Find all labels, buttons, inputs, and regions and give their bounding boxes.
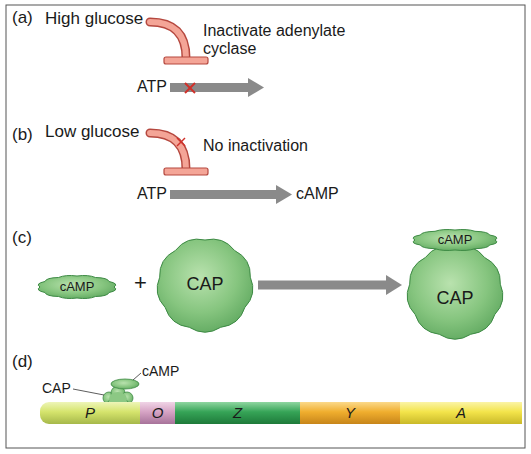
figure-label: + [134, 270, 147, 295]
figure-label: High glucose [45, 9, 143, 29]
arrow-shaft [170, 83, 250, 92]
segment-letter: A [456, 405, 466, 422]
arrow-head [386, 275, 402, 295]
gene-segment: Z [175, 402, 300, 424]
figure-label: (b) [12, 125, 33, 145]
inhibition-curve-outline [150, 22, 186, 58]
figure-frame [6, 5, 525, 448]
gray-arrow [170, 78, 264, 97]
segment-letter: Y [345, 405, 355, 422]
node-text: cAMP [438, 233, 473, 247]
inhibition-symbol [150, 22, 208, 64]
figure-label: Low glucose [45, 122, 140, 142]
segment-letter: Z [233, 405, 242, 422]
leader-line [73, 389, 104, 395]
segment-letter: O [152, 405, 164, 422]
node-text: CAP [186, 275, 223, 295]
inhibition-curve [150, 22, 186, 58]
cap-protein: CAP [152, 233, 258, 337]
figure-label: (c) [12, 228, 32, 248]
inhibition-bar [164, 57, 208, 64]
molecule-shape [38, 276, 116, 299]
inhibition-symbol [150, 133, 208, 175]
segment-letter: P [85, 405, 95, 422]
promoter-segment: P [40, 402, 140, 424]
inhibition-bar [164, 168, 208, 175]
arrow-shaft [258, 281, 387, 290]
inhibition-curve-outline [150, 133, 186, 169]
cap-protein: CAPcAMP [402, 240, 508, 344]
leader-line [133, 373, 141, 380]
cross-line [177, 138, 185, 146]
block-mark [185, 83, 195, 93]
camp-molecule [111, 379, 139, 389]
camp-molecule: cAMP [412, 227, 498, 253]
cross-line [185, 83, 195, 93]
figure-label: No inactivation [203, 137, 308, 155]
gene-segment: Y [300, 402, 400, 424]
arrow-head [276, 185, 292, 204]
figure-label: Inactivate adenylate cyclase [203, 22, 353, 59]
node-text: CAP [436, 289, 473, 309]
figure-label: CAP [42, 380, 71, 396]
cross-line [177, 138, 185, 146]
gray-arrow [170, 185, 292, 204]
gene-segment: A [400, 402, 522, 424]
protein-shape [157, 239, 253, 332]
arrow-shaft [170, 190, 278, 199]
figure-label: (d) [12, 352, 33, 372]
cross-line [185, 83, 195, 93]
protein-lobe [111, 386, 125, 400]
figure-label: ATP [137, 185, 167, 203]
figure-label: (a) [12, 8, 33, 28]
operator-segment: O [140, 402, 175, 424]
arrow-head [248, 78, 264, 97]
figure-label: ATP [137, 78, 167, 96]
camp-molecule: cAMP [37, 273, 117, 301]
reaction-arrow [258, 275, 402, 295]
protein-shape [407, 246, 503, 339]
molecule-shape [413, 230, 497, 251]
node-text: cAMP [60, 280, 95, 294]
figure-label: cAMP [296, 185, 339, 203]
figure-label: cAMP [142, 363, 179, 379]
inhibition-curve [150, 133, 186, 169]
